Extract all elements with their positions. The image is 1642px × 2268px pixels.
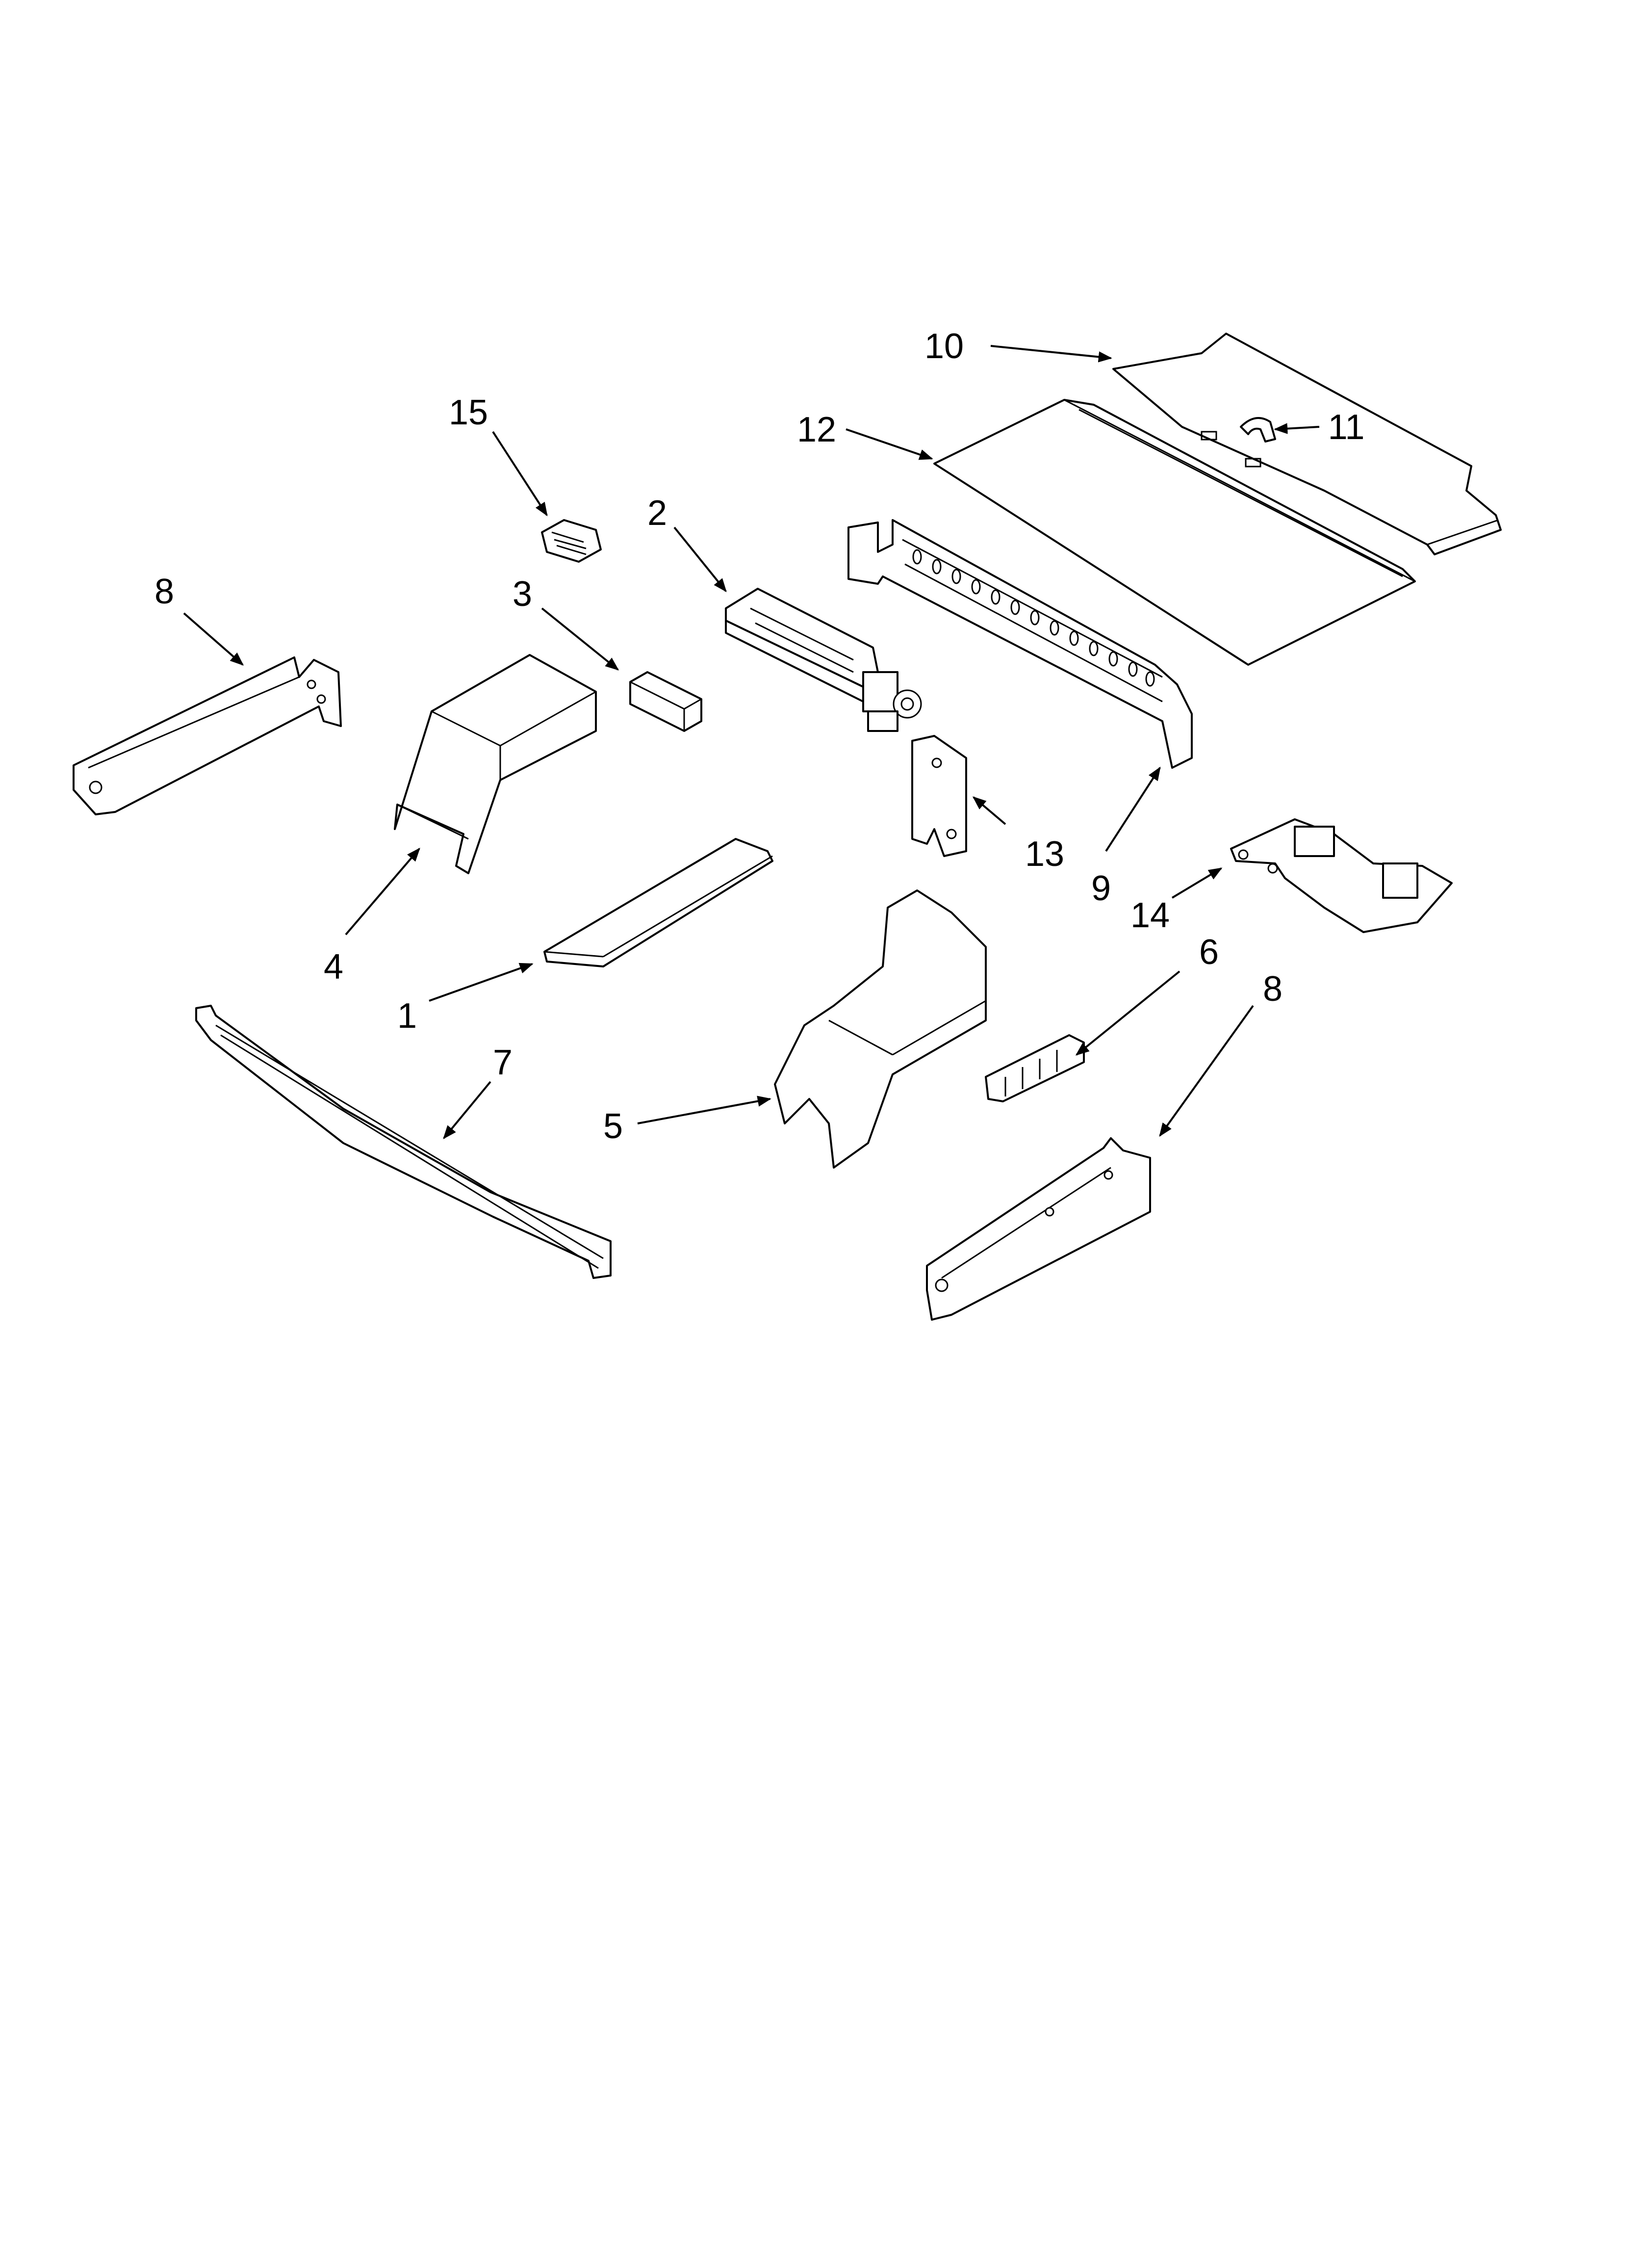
- part-10-top-cover: [1112, 333, 1502, 555]
- leader-7: [443, 1081, 491, 1140]
- part-4-duct: [394, 654, 597, 874]
- callout-6: 6: [1199, 933, 1219, 972]
- part-5-curved-duct: [774, 889, 987, 1169]
- callout-7: 7: [493, 1043, 513, 1082]
- part-9-slotted-rail: [847, 519, 1193, 769]
- part-3-block: [629, 671, 702, 732]
- callout-labels: 10 11 12 15 2 8 3 13 9 14 4 1 6 8 7 5: [154, 327, 1364, 1146]
- callout-5: 5: [603, 1107, 623, 1146]
- part-13-bracket: [911, 735, 967, 857]
- callout-13: 13: [1025, 834, 1064, 874]
- part-15-transformer: [541, 519, 602, 563]
- part-11-clip: [1201, 417, 1276, 468]
- part-8-right-bracket: [926, 1137, 1151, 1321]
- callout-11: 11: [1328, 408, 1365, 447]
- leader-8-right: [1159, 1005, 1254, 1137]
- leader-2: [673, 526, 727, 593]
- part-8-left-bracket: [73, 656, 342, 815]
- part-7-long-rail: [195, 1005, 612, 1279]
- leader-11: [1274, 423, 1320, 434]
- part-14-switch-bracket: [1230, 818, 1453, 933]
- leader-1: [429, 963, 534, 1002]
- callout-14: 14: [1130, 896, 1170, 935]
- callout-10: 10: [924, 327, 964, 366]
- callout-2: 2: [647, 494, 667, 533]
- part-2-motor-assembly: [725, 588, 922, 732]
- leader-9: [1105, 766, 1161, 852]
- callout-8-left: 8: [154, 572, 174, 611]
- part-6-terminal-block: [985, 1034, 1085, 1102]
- part-12-shield-panel: [933, 399, 1416, 666]
- callout-4: 4: [324, 947, 343, 987]
- rail-slots: [912, 549, 1155, 687]
- callout-9: 9: [1091, 869, 1111, 908]
- callout-1: 1: [397, 996, 417, 1036]
- leader-14: [1171, 867, 1223, 899]
- callout-3: 3: [513, 574, 532, 614]
- callout-12: 12: [797, 410, 836, 449]
- leader-6: [1075, 970, 1180, 1056]
- leader-5: [637, 1095, 771, 1124]
- leader-15: [492, 431, 548, 517]
- leader-3: [541, 607, 619, 671]
- leader-4: [345, 847, 420, 936]
- leader-12: [846, 428, 933, 460]
- leader-lines: [183, 345, 1320, 1140]
- leader-13: [972, 796, 1006, 825]
- leader-10: [990, 345, 1112, 363]
- part-1-plate: [543, 838, 773, 967]
- leader-8-left: [183, 612, 244, 666]
- callout-15: 15: [449, 393, 488, 432]
- callout-8-right: 8: [1263, 969, 1283, 1009]
